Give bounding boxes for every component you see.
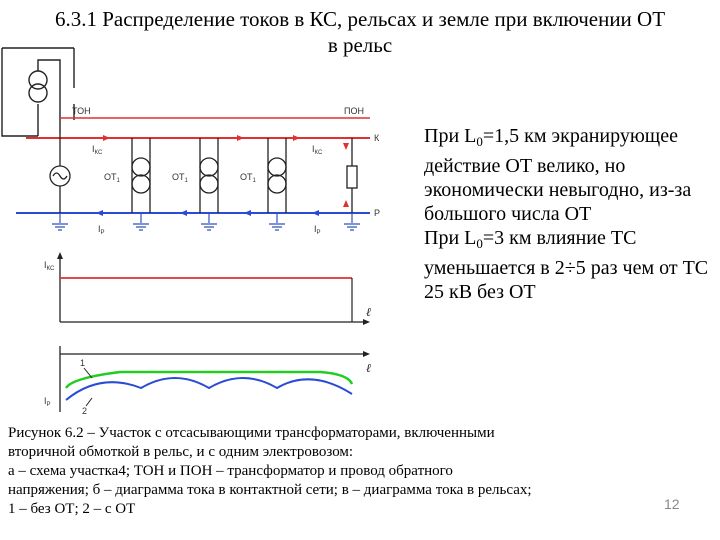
c-axis-label: IР — [44, 396, 51, 408]
ot-transformer-3 — [267, 138, 287, 213]
explanation-paragraph-2: При L0=3 км влияние ТС уменьшается в 2÷5… — [424, 227, 709, 303]
load-resistor — [346, 165, 358, 189]
ac-source — [49, 134, 71, 213]
p-label: Р — [374, 208, 380, 218]
ground-symbols — [52, 213, 360, 231]
curve-pointer-2 — [85, 397, 93, 407]
curve-2-label: 2 — [82, 406, 87, 416]
ot3-label: ОТ1 — [240, 172, 257, 184]
caption-line-1: Рисунок 6.2 – Участок с отсасывающими тр… — [8, 425, 495, 441]
diagram-c: ℓ IР 1 2 — [44, 346, 371, 416]
caption-line-5: 1 – без ОТ; 2 – с ОТ — [8, 501, 136, 517]
figure-caption: Рисунок 6.2 – Участок с отсасывающими тр… — [8, 424, 714, 519]
ot2-label: ОТ1 — [172, 172, 189, 184]
title-line-2: в рельс — [327, 33, 393, 57]
b-axis-label: IКС — [44, 260, 55, 272]
caption-line-3: а – схема участка4; ТОН и ПОН – трансфор… — [8, 463, 453, 479]
substation-transformer-coil-bottom — [28, 83, 48, 103]
substation-frame — [1, 47, 75, 137]
source-wave — [52, 172, 68, 180]
explanation-text: При L0=1,5 км экранирующее действие ОТ в… — [424, 124, 716, 304]
substation — [1, 47, 75, 137]
b-axis-l-label: ℓ — [366, 305, 371, 319]
substation-feeder-line — [37, 59, 61, 134]
caption-line-4: напряжения; б – диаграмма тока в контакт… — [8, 482, 532, 498]
pon-label: ПОН — [344, 106, 364, 116]
k-label: К — [374, 133, 380, 143]
ot-transformer-2 — [199, 138, 219, 213]
slide-title: 6.3.1 Распределение токов в КС, рельсах … — [0, 6, 720, 58]
curve-with-ot — [65, 377, 353, 401]
ir-label-right: IР — [314, 224, 321, 236]
ikc-label-left: IКС — [92, 144, 103, 156]
diagram-b: IКС ℓ — [44, 252, 371, 325]
title-line-1: 6.3.1 Распределение токов в КС, рельсах … — [54, 7, 666, 31]
curve-pointer-1 — [83, 367, 93, 379]
ton-label: ТОН — [72, 106, 91, 116]
curve-1-label: 1 — [80, 358, 85, 368]
source-circle — [49, 165, 71, 187]
ikc-label-right: IКС — [312, 144, 323, 156]
c-axis-l-label: ℓ — [366, 361, 371, 375]
circuit-diagram: ТОН ПОН К IКС IКС Р IР IР ОТ1 ОТ1 ОТ1 — [1, 47, 380, 416]
page-number: 12 — [664, 496, 680, 512]
ot-transformer-1 — [131, 138, 151, 213]
curve-without-ot — [64, 370, 354, 389]
locomotive-load — [346, 138, 358, 213]
explanation-paragraph-1: При L0=1,5 км экранирующее действие ОТ в… — [424, 125, 692, 225]
ot1-label: ОТ1 — [104, 172, 121, 184]
ir-label-left: IР — [98, 224, 105, 236]
caption-line-2: вторичной обмоткой в рельс, и с одним эл… — [8, 444, 354, 460]
